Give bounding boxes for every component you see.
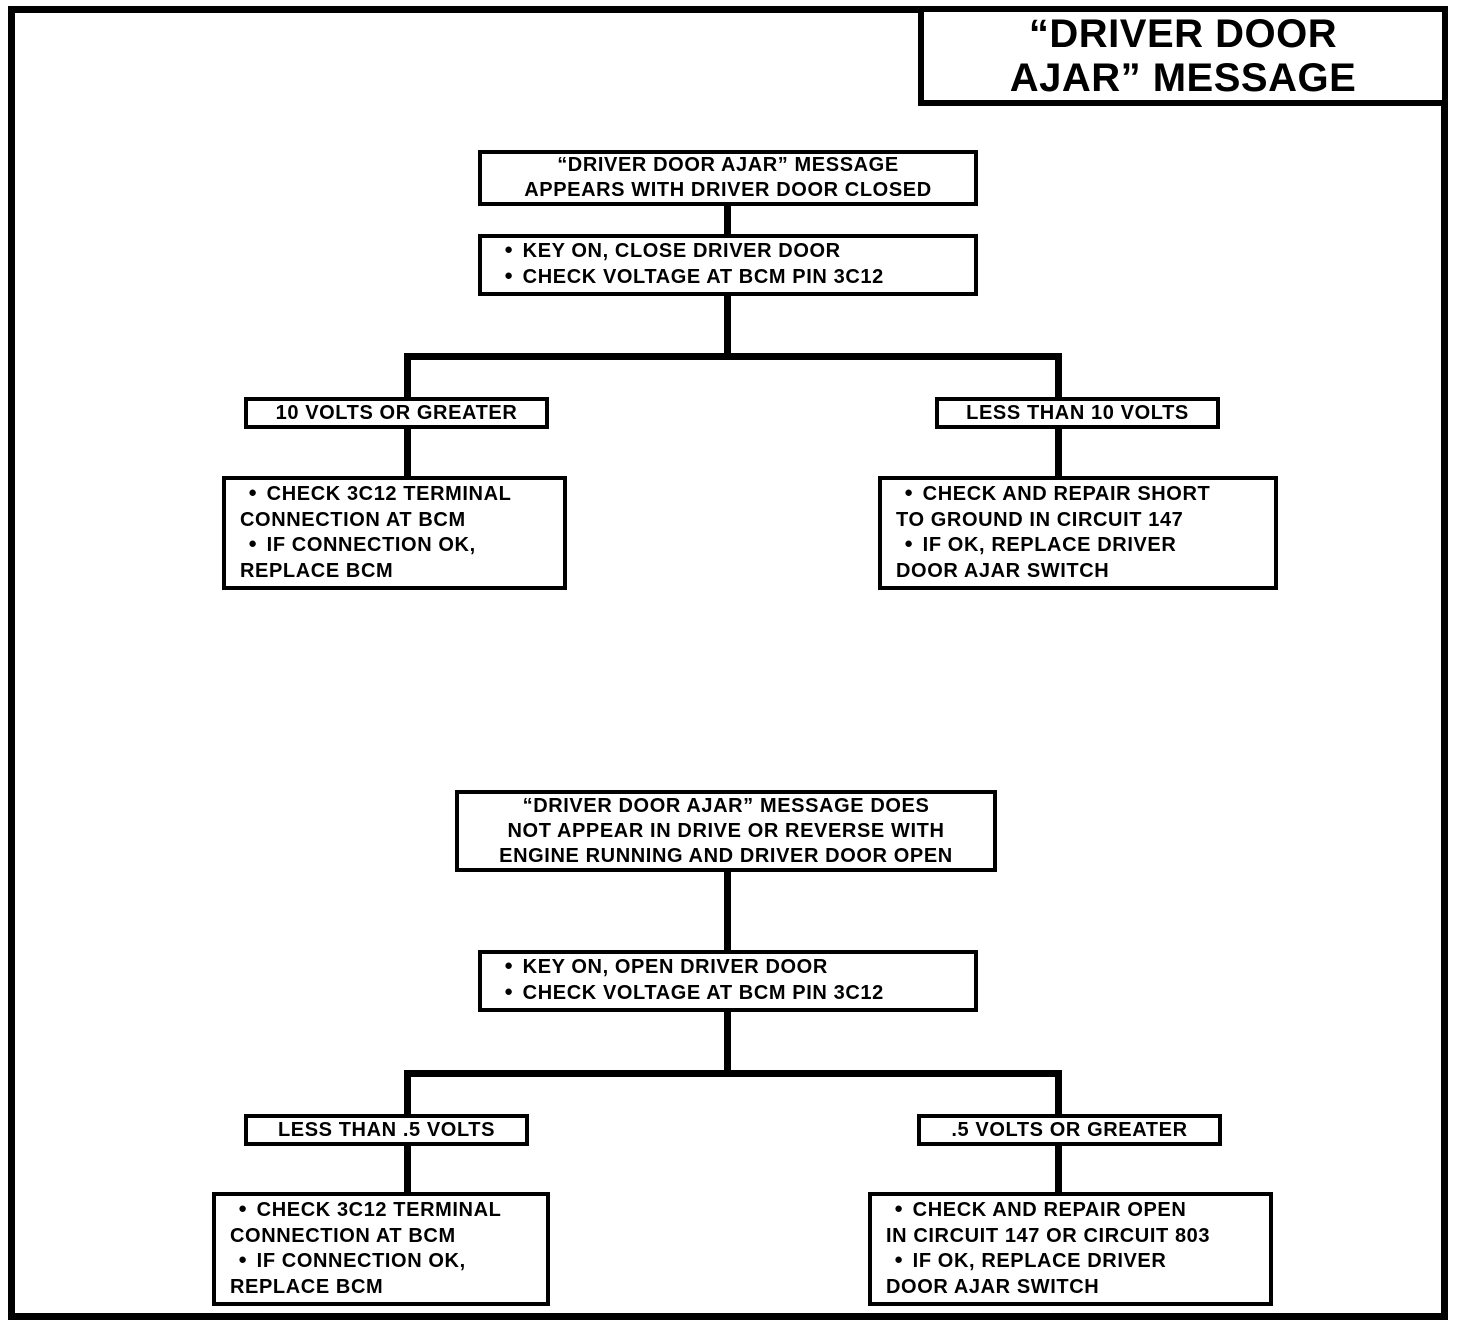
chart2-result-right-line-3: IF OK, REPLACE DRIVER [872, 1249, 1269, 1275]
chart1-test-line-1: KEY ON, CLOSE DRIVER DOOR [482, 239, 974, 265]
chart1-result-left-line-4: REPLACE BCM [240, 560, 394, 582]
chart2-result-left-line-2: CONNECTION AT BCM [230, 1225, 456, 1247]
chart1-condition-right-label: LESS THAN 10 VOLTS [966, 401, 1189, 424]
chart2-result-left-line-3: IF CONNECTION OK, [216, 1249, 546, 1275]
chart2-start-line-2: NOT APPEAR IN DRIVE OR REVERSE WITH [507, 819, 945, 842]
chart2-result-left-line-1: CHECK 3C12 TERMINAL [216, 1198, 546, 1224]
chart1-branch-stem [724, 294, 731, 358]
chart2-result-right-line-1: CHECK AND REPAIR OPEN [872, 1198, 1269, 1224]
chart1-result-left-line-3: IF CONNECTION OK, [226, 533, 563, 559]
chart2-result-left-box: CHECK 3C12 TERMINAL CONNECTION AT BCM IF… [212, 1192, 550, 1306]
chart2-condition-right: .5 VOLTS OR GREATER [917, 1114, 1222, 1146]
chart1-result-left-line-1: CHECK 3C12 TERMINAL [226, 482, 563, 508]
chart1-connector-start-to-test [724, 204, 731, 236]
chart2-start-box: “DRIVER DOOR AJAR” MESSAGE DOES NOT APPE… [455, 790, 997, 872]
chart2-branch-stem [724, 1010, 731, 1074]
chart1-result-right-line-1: CHECK AND REPAIR SHORT [882, 482, 1274, 508]
chart2-start-line-1: “DRIVER DOOR AJAR” MESSAGE DOES [522, 794, 930, 817]
chart2-connector-start-to-test [724, 870, 731, 952]
chart1-condition-left: 10 VOLTS OR GREATER [244, 397, 549, 429]
page-border-frame [8, 6, 1448, 1320]
chart1-result-left-line-2: CONNECTION AT BCM [240, 509, 466, 531]
chart2-result-left-line-4: REPLACE BCM [230, 1276, 384, 1298]
chart2-condition-right-label: .5 VOLTS OR GREATER [951, 1118, 1188, 1141]
chart1-result-left-box: CHECK 3C12 TERMINAL CONNECTION AT BCM IF… [222, 476, 567, 590]
chart1-start-box: “DRIVER DOOR AJAR” MESSAGE APPEARS WITH … [478, 150, 978, 206]
chart1-branch-crossbar [404, 353, 1062, 360]
chart1-condition-right: LESS THAN 10 VOLTS [935, 397, 1220, 429]
chart1-test-line-2: CHECK VOLTAGE AT BCM PIN 3C12 [482, 265, 974, 291]
title-line-1: “DRIVER DOOR [1028, 12, 1338, 56]
chart1-start-line-1: “DRIVER DOOR AJAR” MESSAGE [557, 154, 899, 176]
chart2-branch-crossbar [404, 1070, 1062, 1077]
chart2-connector-left-to-result [404, 1142, 411, 1197]
chart2-start-line-3: ENGINE RUNNING AND DRIVER DOOR OPEN [499, 844, 953, 867]
chart1-test-box: KEY ON, CLOSE DRIVER DOOR CHECK VOLTAGE … [478, 234, 978, 296]
chart1-start-line-2: APPEARS WITH DRIVER DOOR CLOSED [524, 179, 932, 201]
chart2-condition-left-label: LESS THAN .5 VOLTS [277, 1118, 496, 1141]
chart1-branch-drop-right [1055, 353, 1062, 401]
chart1-connector-right-to-result [1055, 425, 1062, 480]
chart1-result-right-line-3: IF OK, REPLACE DRIVER [882, 533, 1274, 559]
chart2-test-line-1: KEY ON, OPEN DRIVER DOOR [482, 955, 974, 981]
chart1-connector-left-to-result [404, 425, 411, 480]
chart2-branch-drop-left [404, 1070, 411, 1118]
chart1-result-right-box: CHECK AND REPAIR SHORT TO GROUND IN CIRC… [878, 476, 1278, 590]
diagram-title-box: “DRIVER DOOR AJAR” MESSAGE [918, 6, 1448, 106]
chart2-test-box: KEY ON, OPEN DRIVER DOOR CHECK VOLTAGE A… [478, 950, 978, 1012]
chart1-condition-left-label: 10 VOLTS OR GREATER [275, 401, 518, 424]
chart2-result-right-box: CHECK AND REPAIR OPEN IN CIRCUIT 147 OR … [868, 1192, 1273, 1306]
title-line-2: AJAR” MESSAGE [1009, 56, 1357, 100]
chart1-branch-drop-left [404, 353, 411, 401]
chart2-result-right-line-2: IN CIRCUIT 147 OR CIRCUIT 803 [886, 1225, 1211, 1247]
chart2-result-right-line-4: DOOR AJAR SWITCH [886, 1276, 1100, 1298]
chart2-condition-left: LESS THAN .5 VOLTS [244, 1114, 529, 1146]
chart1-result-right-line-4: DOOR AJAR SWITCH [896, 560, 1110, 582]
chart2-test-line-2: CHECK VOLTAGE AT BCM PIN 3C12 [482, 981, 974, 1007]
chart2-branch-drop-right [1055, 1070, 1062, 1118]
chart2-connector-right-to-result [1055, 1142, 1062, 1197]
chart1-result-right-line-2: TO GROUND IN CIRCUIT 147 [896, 509, 1184, 531]
